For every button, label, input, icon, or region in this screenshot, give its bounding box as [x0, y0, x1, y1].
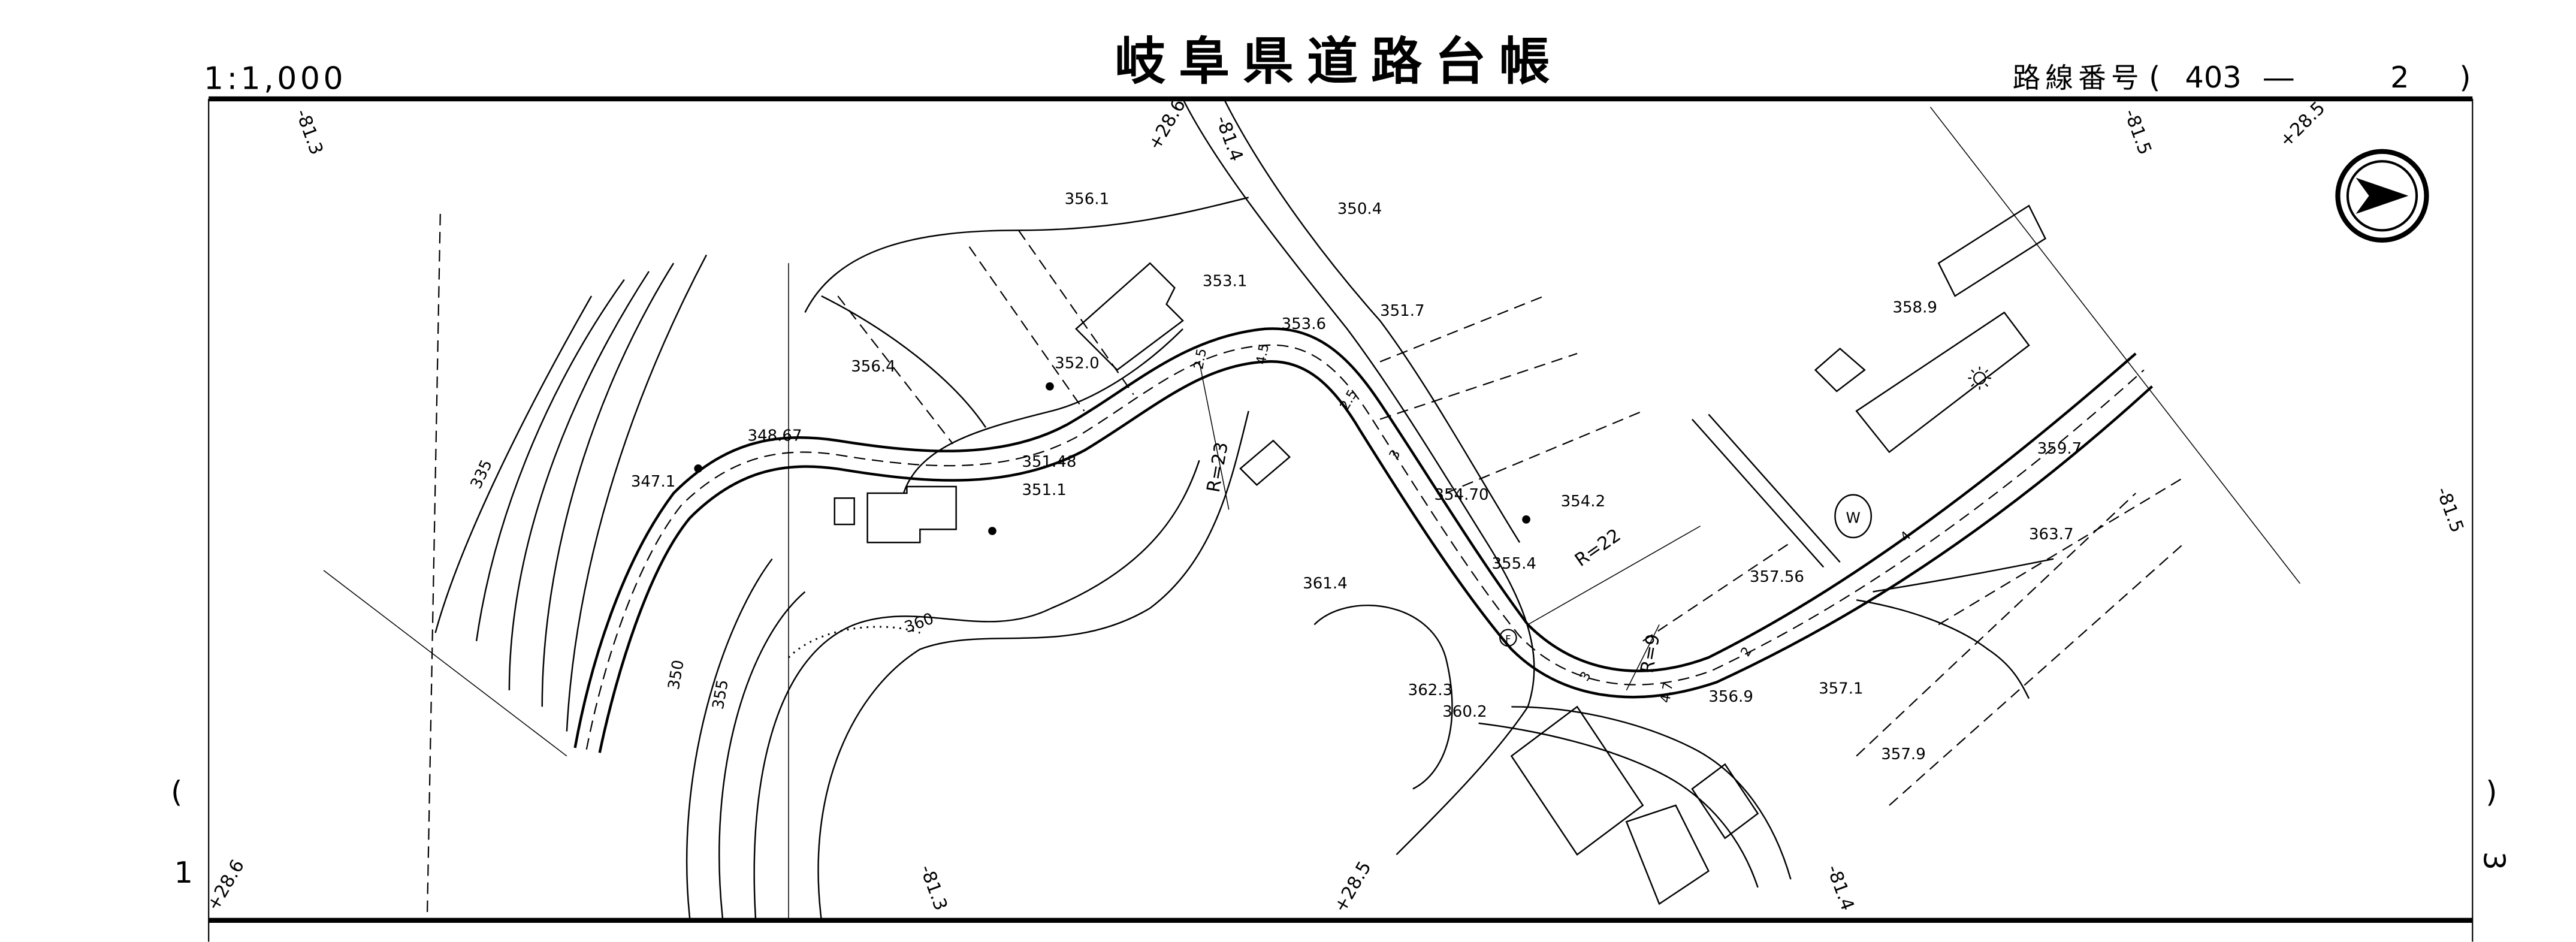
svg-text:-81.5: -81.5 — [2120, 107, 2156, 158]
svg-text:351.7: 351.7 — [1380, 302, 1425, 320]
svg-text:4.5: 4.5 — [1254, 343, 1272, 366]
svg-text:351.48: 351.48 — [1022, 453, 1076, 471]
svg-text:356.1: 356.1 — [1065, 190, 1110, 208]
well-symbol: W — [1834, 494, 1873, 539]
svg-text:355.4: 355.4 — [1491, 555, 1536, 573]
svg-text:+28.6: +28.6 — [203, 856, 249, 914]
svg-text:W: W — [1846, 509, 1860, 526]
svg-text:2.5: 2.5 — [1191, 348, 1210, 371]
svg-text:353.1: 353.1 — [1203, 273, 1248, 291]
svg-text:353.6: 353.6 — [1282, 315, 1327, 333]
curve-radius-labels: R=23 R=22 R=9 — [1203, 440, 1665, 675]
svg-text:R=22: R=22 — [1571, 525, 1624, 571]
svg-text:355: 355 — [709, 678, 732, 711]
svg-text:-81.3: -81.3 — [291, 107, 327, 158]
svg-text:350.4: 350.4 — [1337, 200, 1382, 218]
svg-text:3: 3 — [1387, 448, 1404, 463]
utility-poles — [694, 382, 1530, 535]
svg-text:3: 3 — [1577, 669, 1594, 684]
svg-text:2: 2 — [2390, 60, 2409, 95]
svg-text:359.7: 359.7 — [2037, 440, 2082, 458]
north-arrow-icon — [2335, 149, 2429, 243]
route-number: 路線番号 ( 403 ― 2 ) — [2013, 60, 2471, 95]
svg-text:354.2: 354.2 — [1561, 493, 1606, 511]
left-page-number: 1 — [174, 855, 193, 890]
svg-text:356.4: 356.4 — [851, 358, 896, 376]
svg-text:360: 360 — [902, 609, 937, 636]
buildings — [833, 204, 2047, 905]
boundary-lines — [323, 107, 2300, 920]
svg-text:4.7: 4.7 — [1658, 681, 1677, 704]
svg-text:): ) — [2459, 60, 2471, 95]
scale-label: 1:1,000 — [204, 61, 346, 97]
grid-labels: -81.3 +28.6 -81.4 -81.5 +28.5 -81.5 +28.… — [203, 95, 2468, 916]
svg-text:357.56: 357.56 — [1750, 568, 1804, 586]
contour-lines — [434, 197, 1453, 921]
svg-text:路線番号: 路線番号 — [2013, 62, 2144, 94]
svg-text:363.7: 363.7 — [2029, 526, 2074, 544]
spot-heights: 356.1 350.4 353.1 351.7 358.9 353.6 352.… — [631, 190, 2082, 763]
page-title: 岐阜県道路台帳 — [1115, 32, 1563, 92]
parcel-lines — [837, 230, 2186, 806]
svg-text:―: ― — [2264, 60, 2294, 95]
radius-lines — [1198, 361, 1701, 691]
svg-text:350: 350 — [665, 659, 688, 691]
main-road — [573, 98, 2154, 888]
svg-text:354.70: 354.70 — [1435, 486, 1489, 504]
svg-text:403: 403 — [2185, 60, 2241, 95]
svg-text:361.4: 361.4 — [1303, 575, 1348, 593]
fire-hydrant-symbol: F — [1499, 629, 1517, 647]
right-page-number: 3 — [2477, 852, 2511, 870]
svg-text:348.67: 348.67 — [747, 427, 802, 445]
sun-icon — [1968, 366, 1991, 390]
svg-text:360.2: 360.2 — [1442, 703, 1487, 721]
svg-text:-81.4: -81.4 — [1822, 862, 1858, 913]
right-paren: ) — [2486, 774, 2497, 809]
svg-text:357.1: 357.1 — [1819, 680, 1864, 698]
svg-text:2.5: 2.5 — [1337, 387, 1361, 413]
svg-text:(: ( — [2149, 60, 2160, 95]
svg-text:356.9: 356.9 — [1708, 688, 1753, 706]
svg-text:+28.5: +28.5 — [1330, 858, 1375, 916]
svg-text:347.1: 347.1 — [631, 473, 676, 491]
left-paren: ( — [171, 774, 182, 809]
svg-text:362.3: 362.3 — [1408, 681, 1453, 699]
svg-text:2: 2 — [1738, 645, 1756, 660]
svg-text:357.9: 357.9 — [1881, 745, 1926, 763]
contour-labels: 335 360 350 355 — [467, 457, 937, 711]
svg-text:-81.5: -81.5 — [2432, 484, 2468, 535]
svg-text:+28.5: +28.5 — [2275, 98, 2329, 152]
svg-text:351.1: 351.1 — [1022, 481, 1067, 499]
svg-text:+28.6: +28.6 — [1144, 95, 1190, 153]
svg-text:352.0: 352.0 — [1055, 355, 1100, 373]
svg-text:358.9: 358.9 — [1892, 298, 1937, 316]
svg-text:-81.3: -81.3 — [916, 862, 952, 913]
svg-text:F: F — [1505, 634, 1511, 645]
